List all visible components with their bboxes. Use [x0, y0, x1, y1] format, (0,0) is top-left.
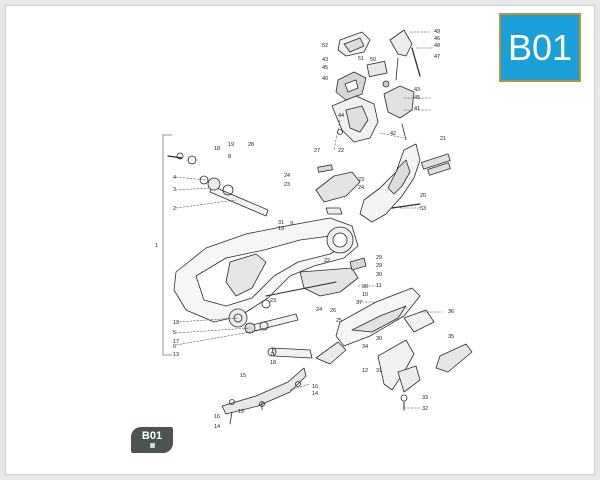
callout-c45: 24 [316, 307, 322, 313]
callout-c1: 52 [322, 43, 328, 49]
callout-c6: 48 [434, 43, 440, 49]
callout-c16: 19 [228, 142, 234, 148]
callout-c54: 7 [270, 352, 273, 358]
callout-c3: 43 [322, 57, 328, 63]
callout-c17: 18 [214, 146, 220, 152]
callout-c43: 22 [324, 258, 330, 264]
callout-c57: 30 [376, 336, 382, 342]
callout-c67: 32 [422, 406, 428, 412]
callout-c37: 29 [376, 263, 382, 269]
long-axle [167, 152, 269, 217]
callout-c48: 36 [448, 309, 454, 315]
callout-c25: 2 [173, 206, 176, 212]
callout-c36: 29 [376, 255, 382, 261]
callout-c8: 47 [434, 54, 440, 60]
callout-c46: 26 [330, 308, 336, 314]
callout-c58: 34 [362, 344, 368, 350]
callout-c47: 25 [336, 318, 342, 324]
section-tag-label: B01 [141, 430, 163, 442]
leader-lines [175, 31, 443, 409]
callout-c44: 23 [270, 298, 276, 304]
callout-c53: 13 [173, 352, 179, 358]
callout-bracket-left [162, 134, 173, 356]
top-bracket-assembly [331, 29, 421, 151]
callout-c41: 10 [362, 292, 368, 298]
callout-c11: 44 [338, 113, 344, 119]
section-tag-dot [149, 443, 155, 448]
right-side-plate [315, 287, 435, 365]
chain-guide [265, 257, 367, 297]
callout-c26: 24 [284, 173, 290, 179]
callout-c18: 8 [228, 154, 231, 160]
callout-c21: 22 [338, 148, 344, 154]
callout-c60: 31 [376, 368, 382, 374]
section-code-label: B01 [507, 27, 573, 68]
callout-c39: 11 [376, 283, 382, 289]
callout-c68: 19 [238, 409, 244, 415]
callout-c15: 43 [414, 87, 420, 93]
callout-c2: 51 [358, 56, 364, 62]
chain-guard-upper [315, 164, 361, 215]
callout-c20: 27 [314, 148, 320, 154]
callout-c13: 42 [390, 131, 396, 137]
callout-c19: 28 [248, 142, 254, 148]
stand-bracket [377, 339, 473, 411]
callout-c40: 30 [362, 284, 368, 290]
callout-c9: 46 [434, 36, 440, 42]
callout-c10: 40 [322, 76, 328, 82]
lower-chain-guard [221, 367, 307, 425]
callout-c29: 24 [358, 185, 364, 191]
callout-c31: 53 [420, 206, 426, 212]
callout-c66: 33 [422, 395, 428, 401]
callout-c33: 19 [278, 226, 284, 232]
callout-c22: 21 [440, 136, 446, 142]
callout-c59: 12 [362, 368, 368, 374]
callout-c55: 18 [270, 360, 276, 366]
callout-c42: 37 [356, 300, 362, 306]
callout-c4: 45 [322, 65, 328, 71]
callout-c51: 17 [173, 339, 179, 345]
callout-c64: 16 [214, 414, 220, 420]
main-swingarm [173, 217, 359, 328]
callout-c32: 31 [278, 220, 284, 226]
callout-labels: 52 51 43 45 50 48 49 47 46 40 44 41 42 4… [155, 29, 454, 430]
callout-c28: 23 [358, 177, 364, 183]
callout-c38: 30 [376, 272, 382, 278]
callout-c7: 49 [434, 29, 440, 35]
callout-c56: 35 [448, 334, 454, 340]
callout-c5: 50 [370, 57, 376, 63]
lower-axle [244, 299, 313, 359]
callout-c50: 5 [173, 330, 176, 336]
callout-c34: 9 [290, 221, 293, 227]
callout-c63: 14 [312, 391, 318, 397]
callout-c35: 1 [155, 243, 158, 249]
section-tag: B01 [131, 427, 173, 453]
callout-c27: 23 [284, 182, 290, 188]
callout-c14: 45 [414, 95, 420, 101]
callout-c23: 4 [173, 175, 176, 181]
callout-c12: 41 [414, 106, 420, 112]
callout-c49: 13 [173, 320, 179, 326]
callout-c30: 20 [420, 193, 426, 199]
callout-c52: 6 [173, 344, 176, 350]
callout-c65: 14 [214, 424, 220, 430]
right-rear-bracket [359, 143, 451, 223]
callout-c24: 3 [173, 187, 176, 193]
section-code-badge: B01 [499, 13, 581, 82]
callout-c62: 16 [312, 384, 318, 390]
callout-c61: 15 [240, 373, 246, 379]
